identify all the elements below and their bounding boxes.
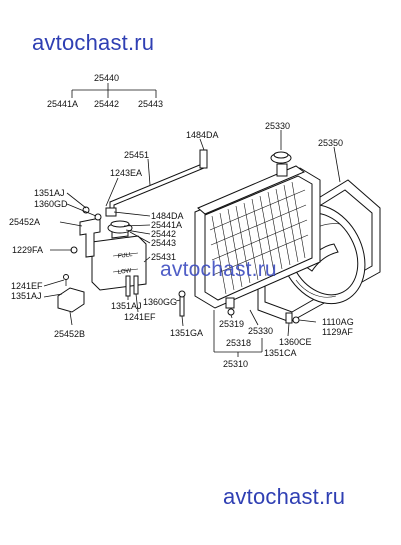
label-1484da-top: 1484DA	[186, 130, 219, 140]
label-1484da-mid: 1484DA	[151, 211, 184, 221]
overflow-hose	[105, 149, 208, 217]
label-25441a-mid: 25441A	[151, 220, 182, 230]
tank-low-marking: LOW	[117, 268, 132, 276]
radiator-cap	[270, 130, 292, 164]
label-1360gg: 1360GG	[143, 297, 177, 307]
label-25452b: 25452B	[54, 329, 85, 339]
lower-bracket	[57, 287, 85, 313]
label-1129af: 1129AF	[322, 327, 353, 337]
label-1110ag: 1110AG	[322, 317, 354, 327]
label-1351aj-b: 1351AJ	[11, 291, 42, 301]
label-1243ea: 1243EA	[110, 168, 142, 178]
label-1351aj-c: 1351AJ	[111, 301, 142, 311]
watermark-top: avtochast.ru	[32, 30, 155, 55]
label-25330-bot: 25330	[248, 326, 273, 336]
label-25319: 25319	[219, 319, 244, 329]
label-1360gd: 1360GD	[34, 199, 68, 209]
label-25452a: 25452A	[9, 217, 40, 227]
tank-full-marking: FULL	[117, 252, 133, 260]
label-25441a-top: 25441A	[47, 99, 78, 109]
upper-bracket	[79, 217, 101, 258]
reservoir-tank: FULL LOW	[91, 220, 147, 291]
watermark-middle: avtochast.ru	[160, 258, 277, 281]
label-1351ca: 1351CA	[264, 348, 297, 358]
label-1241ef-b: 1241EF	[124, 312, 156, 322]
label-25318: 25318	[226, 338, 251, 348]
leader-lines	[43, 138, 341, 357]
label-25330-top: 25330	[265, 121, 290, 131]
label-25350: 25350	[318, 138, 343, 148]
label-25443-top: 25443	[138, 99, 163, 109]
label-25440: 25440	[94, 73, 119, 83]
cap-assembly-tree	[71, 83, 157, 98]
label-25451: 25451	[124, 150, 149, 160]
label-1241ef-a: 1241EF	[11, 281, 43, 291]
label-25310: 25310	[223, 359, 248, 369]
label-1351ga: 1351GA	[170, 328, 203, 338]
label-25442-mid: 25442	[151, 229, 176, 239]
label-25431: 25431	[151, 252, 176, 262]
part-labels: 25440 25441A 25442 25443 1484DA 25330 25…	[9, 73, 354, 369]
label-1229fa: 1229FA	[12, 245, 43, 255]
label-1351aj-a: 1351AJ	[34, 188, 65, 198]
label-25443-mid: 25443	[151, 238, 176, 248]
label-1360ce: 1360CE	[279, 337, 312, 347]
radiator	[194, 163, 321, 309]
watermark-bottom: avtochast.ru	[223, 484, 346, 509]
label-25442-top: 25442	[94, 99, 119, 109]
